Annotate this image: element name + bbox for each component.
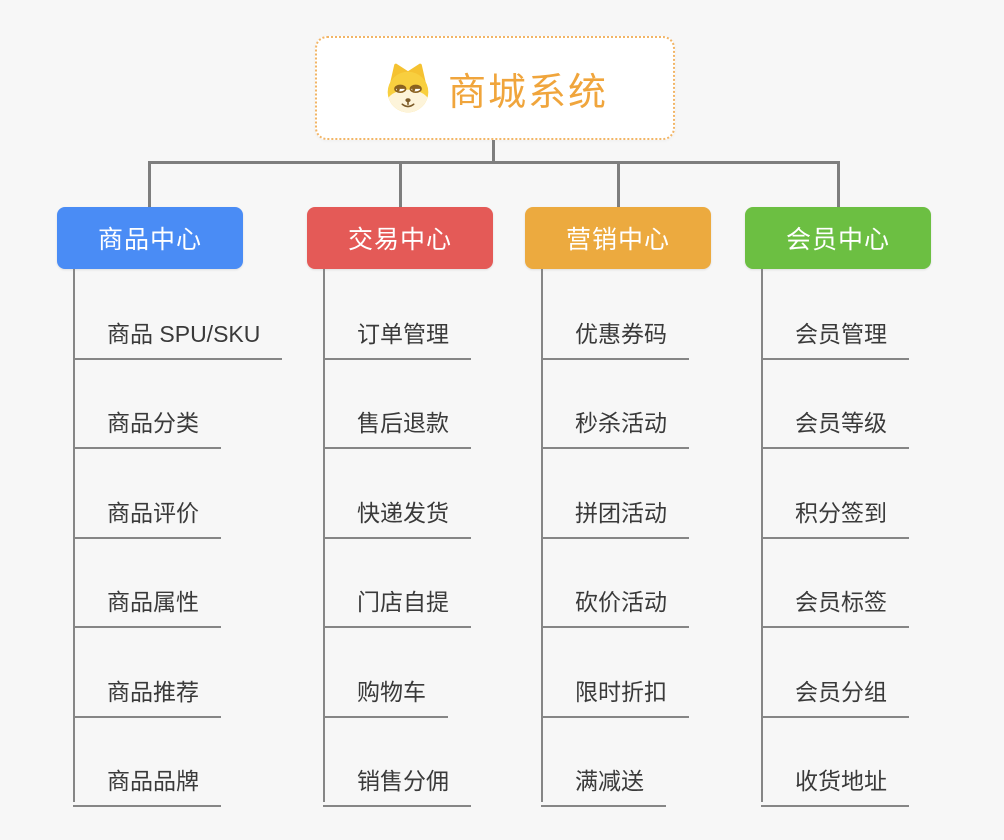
- branch-label: 会员中心: [785, 226, 890, 254]
- child-topic[interactable]: 满减送: [541, 762, 666, 807]
- branch-box[interactable]: 营销中心: [525, 207, 711, 269]
- child-topic[interactable]: 订单管理: [323, 315, 471, 360]
- child-topic[interactable]: 优惠券码: [541, 315, 689, 360]
- child-topic[interactable]: 砍价活动: [541, 583, 689, 628]
- child-topic[interactable]: 会员标签: [761, 583, 909, 628]
- child-topic[interactable]: 商品评价: [73, 494, 221, 539]
- branch-connector-line: [323, 269, 325, 802]
- branch-box[interactable]: 会员中心: [745, 207, 931, 269]
- branch-connector-line: [761, 269, 763, 802]
- branch-box[interactable]: 商品中心: [57, 207, 243, 269]
- connector-horizontal-bar: [148, 161, 840, 164]
- child-topic[interactable]: 门店自提: [323, 583, 471, 628]
- child-topic[interactable]: 会员等级: [761, 404, 909, 449]
- dog-face-icon: [387, 63, 429, 113]
- branch: 商品中心 商品 SPU/SKU 商品分类商品评价商品属性商品推荐商品品牌: [57, 207, 307, 807]
- child-topic[interactable]: 购物车: [323, 673, 448, 718]
- child-topic[interactable]: 拼团活动: [541, 494, 689, 539]
- connector-drop: [617, 163, 620, 208]
- branch-connector-line: [541, 269, 543, 802]
- child-topic[interactable]: 会员管理: [761, 315, 909, 360]
- child-topic[interactable]: 商品推荐: [73, 673, 221, 718]
- branch-label: 交易中心: [347, 226, 452, 254]
- child-topic[interactable]: 积分签到: [761, 494, 909, 539]
- child-topic[interactable]: 商品属性: [73, 583, 221, 628]
- connector-drop: [399, 163, 402, 208]
- child-topic[interactable]: 商品 SPU/SKU: [73, 315, 283, 360]
- branch-label: 营销中心: [565, 226, 670, 254]
- child-topic[interactable]: 会员分组: [761, 673, 909, 718]
- child-topic[interactable]: 秒杀活动: [541, 404, 689, 449]
- connector-root-stem: [492, 140, 495, 163]
- root-title: 商城系统: [447, 71, 608, 114]
- child-topic[interactable]: 限时折扣: [541, 673, 689, 718]
- child-topic[interactable]: 售后退款: [323, 404, 471, 449]
- branch: 会员中心 会员管理会员等级积分签到会员标签会员分组收货地址: [745, 207, 995, 807]
- connector-drop: [837, 163, 840, 208]
- branch: 营销中心 优惠券码秒杀活动拼团活动砍价活动限时折扣满减送: [525, 207, 775, 807]
- child-topic[interactable]: 商品分类: [73, 404, 221, 449]
- root-node[interactable]: 商城系统: [315, 36, 675, 140]
- branch-connector-line: [73, 269, 75, 802]
- child-topic[interactable]: 商品品牌: [73, 762, 221, 807]
- child-topic[interactable]: 快递发货: [323, 494, 471, 539]
- child-topic[interactable]: 收货地址: [761, 762, 909, 807]
- branch-box[interactable]: 交易中心: [307, 207, 493, 269]
- child-topic[interactable]: 销售分佣: [323, 762, 471, 807]
- branch: 交易中心 订单管理售后退款快递发货门店自提购物车销售分佣: [307, 207, 557, 807]
- connector-drop: [148, 163, 151, 208]
- branch-label: 商品中心: [97, 226, 202, 254]
